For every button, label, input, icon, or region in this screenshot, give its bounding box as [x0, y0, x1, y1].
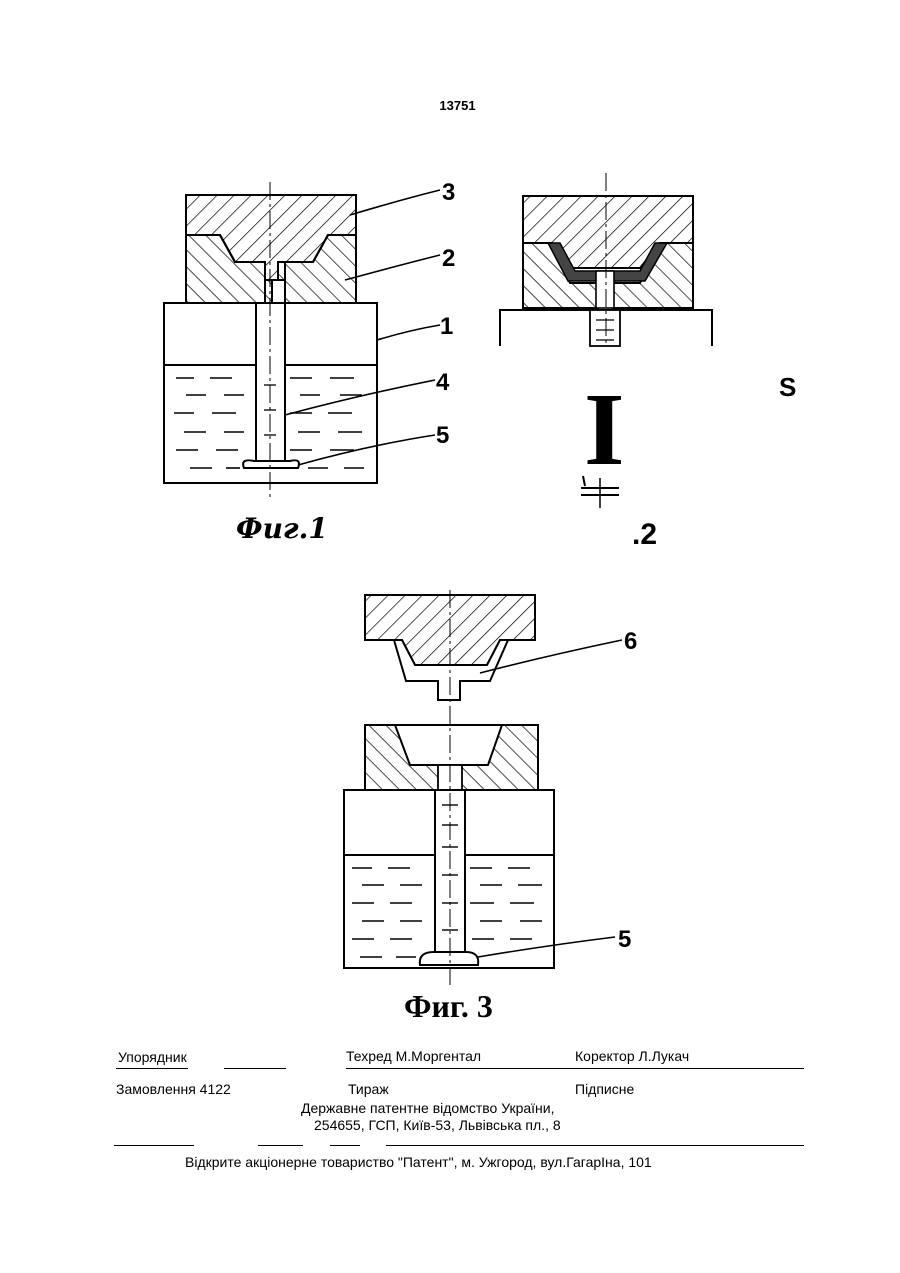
footer-subscription: Підписне [575, 1081, 634, 1097]
page-number: 13751 [0, 98, 900, 113]
footer-corrector: Коректор Л.Лукач [575, 1048, 689, 1064]
figure-1-drawing: 3 2 1 4 5 [140, 170, 480, 560]
fig3-caption: Фиг. 3 [404, 988, 493, 1025]
figure-3-drawing: 6 5 [330, 585, 650, 995]
footer-rule [386, 1145, 804, 1146]
footer-rule [114, 1145, 194, 1146]
footer-rule [346, 1068, 804, 1069]
tube-foot [243, 460, 299, 468]
footer-order: Замовлення 4122 [116, 1081, 231, 1097]
fig2-side-mark: S [779, 372, 796, 403]
fig2-symbol: I [584, 378, 624, 482]
footer-techred: Техред М.Моргентал [346, 1048, 481, 1064]
footer-rule [330, 1145, 360, 1146]
footer-rule [258, 1145, 303, 1146]
fig1-label-5: 5 [436, 422, 449, 449]
fig1-label-2: 2 [442, 245, 455, 272]
figure-2-drawing [490, 168, 730, 358]
footer-printer: Відкрите акціонерне товариство "Патент",… [185, 1154, 652, 1170]
fig1-label-4: 4 [436, 369, 450, 396]
footer-office-line1: Державне патентне відомство України, [301, 1100, 555, 1116]
fig2-tick-mark [575, 470, 625, 510]
fig1-label-1: 1 [440, 313, 453, 340]
tube-foot [420, 952, 478, 965]
footer-circulation: Тираж [348, 1081, 389, 1097]
fig3-label-6: 6 [624, 628, 637, 655]
fig1-label-3: 3 [442, 179, 455, 206]
fig2-caption: .2 [632, 518, 657, 552]
footer-office-line2: 254655, ГСП, Київ-53, Львівська пл., 8 [314, 1117, 561, 1133]
footer-rule [116, 1068, 188, 1069]
fig3-label-5: 5 [618, 926, 631, 953]
footer-compiler: Упорядник [118, 1049, 187, 1065]
fig1-caption: Фиг.1 [236, 512, 328, 545]
footer-rule [224, 1068, 286, 1069]
